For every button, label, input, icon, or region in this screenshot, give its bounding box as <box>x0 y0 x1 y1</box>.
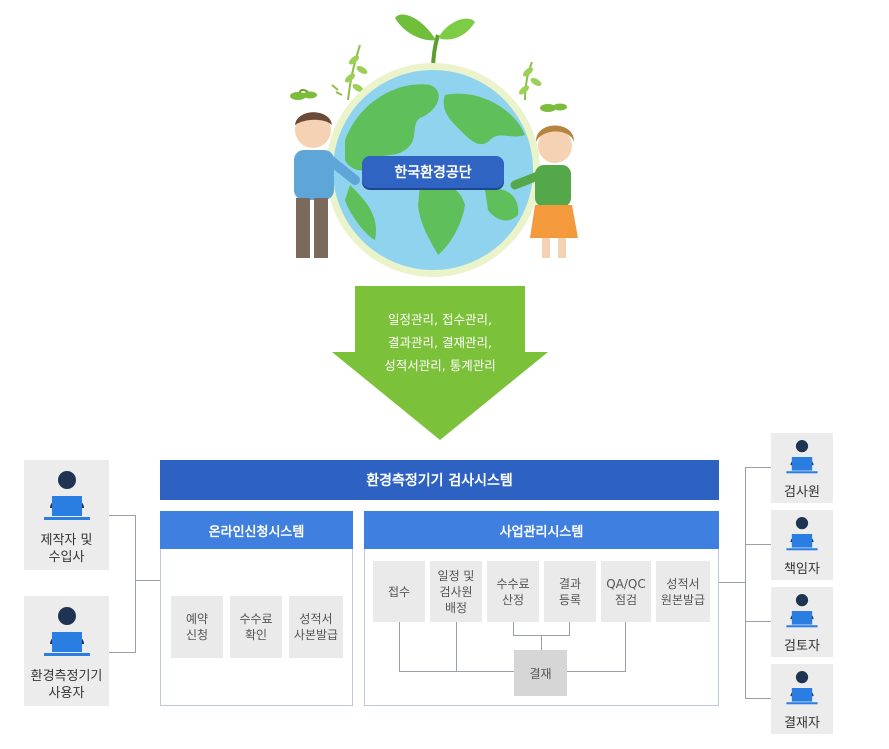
arrow-line: 결과관리, 결재관리, <box>388 335 492 350</box>
user-label: 환경측정기기 사용자 <box>30 669 103 701</box>
connector-line <box>135 580 160 581</box>
online-item: 성적서 사본발급 <box>289 596 343 658</box>
online-item: 예약 신청 <box>171 596 223 658</box>
online-item-label: 수수료 확인 <box>239 612 273 642</box>
system-title: 환경측정기기 검사시스템 <box>160 460 719 500</box>
connector-line <box>399 622 400 672</box>
connector-line <box>745 544 771 545</box>
org-badge-label: 한국환경공단 <box>394 165 472 181</box>
user-label: 제작자 및 수입사 <box>40 533 93 565</box>
org-badge: 한국환경공단 <box>362 156 504 188</box>
business-item: QA/QC 점검 <box>601 561 651 622</box>
earth-illustration <box>290 14 578 277</box>
user-icon <box>786 594 818 628</box>
connector-line <box>745 621 771 622</box>
arrow-line: 일정관리, 접수관리, <box>388 312 492 327</box>
online-system-title-label: 온라인신청시스템 <box>208 524 305 540</box>
business-item-label: 결과 등록 <box>558 576 582 607</box>
user-card-inspector: 검사원 <box>771 433 833 503</box>
business-item-label: QA/QC 점검 <box>606 576 646 607</box>
user-icon <box>44 471 90 520</box>
business-item: 수수료 산정 <box>487 561 539 622</box>
system-title-label: 환경측정기기 검사시스템 <box>366 473 513 489</box>
connector-line <box>541 635 542 650</box>
business-item: 결과 등록 <box>544 561 596 622</box>
online-item: 수수료 확인 <box>230 596 282 658</box>
user-icon <box>44 607 90 656</box>
user-label: 검사원 <box>784 485 820 500</box>
user-label: 결재자 <box>784 716 820 731</box>
approval-label: 결재 <box>529 666 552 681</box>
connector-line <box>745 698 771 699</box>
connector-line <box>108 515 135 516</box>
user-card-approver: 결재자 <box>771 664 833 734</box>
business-item-label: 일정 및 검사원 배정 <box>437 568 475 615</box>
user-icon <box>786 671 818 705</box>
user-label: 책임자 <box>784 562 820 577</box>
connector-line <box>135 515 136 653</box>
business-item: 일정 및 검사원 배정 <box>430 561 482 622</box>
user-icon <box>786 440 818 474</box>
user-card-reviewer: 검토자 <box>771 587 833 657</box>
connector-line <box>108 652 135 653</box>
connector-line <box>745 467 746 699</box>
business-item: 접수 <box>373 561 425 622</box>
user-card-manufacturer: 제작자 및 수입사 <box>24 460 109 570</box>
arrow-text: 일정관리, 접수관리, 결과관리, 결재관리, 성적서관리, 통계관리 <box>355 308 525 377</box>
business-item-label: 접수 <box>387 584 411 599</box>
user-card-manager: 책임자 <box>771 510 833 580</box>
user-label: 검토자 <box>784 639 820 654</box>
connector-line <box>569 622 570 635</box>
online-item-label: 성적서 사본발급 <box>293 612 339 642</box>
business-system-title-label: 사업관리시스템 <box>499 524 584 540</box>
approval-box: 결재 <box>514 650 567 696</box>
arrow-line: 성적서관리, 통계관리 <box>384 358 496 373</box>
user-icon <box>786 517 818 551</box>
business-item-label: 성적서 원본발급 <box>660 576 706 607</box>
connector-line <box>625 622 626 672</box>
business-item-label: 수수료 산정 <box>496 576 530 607</box>
business-item: 성적서 원본발급 <box>656 561 710 622</box>
connector-line <box>719 582 745 583</box>
business-system-title: 사업관리시스템 <box>364 511 719 549</box>
down-arrow <box>332 286 548 440</box>
connector-line <box>456 622 457 672</box>
online-item-label: 예약 신청 <box>185 612 209 642</box>
user-card-device-user: 환경측정기기 사용자 <box>24 596 109 706</box>
connector-line <box>745 467 771 468</box>
connector-line <box>513 622 514 635</box>
online-system-title: 온라인신청시스템 <box>160 511 353 549</box>
connector-line <box>566 671 626 672</box>
